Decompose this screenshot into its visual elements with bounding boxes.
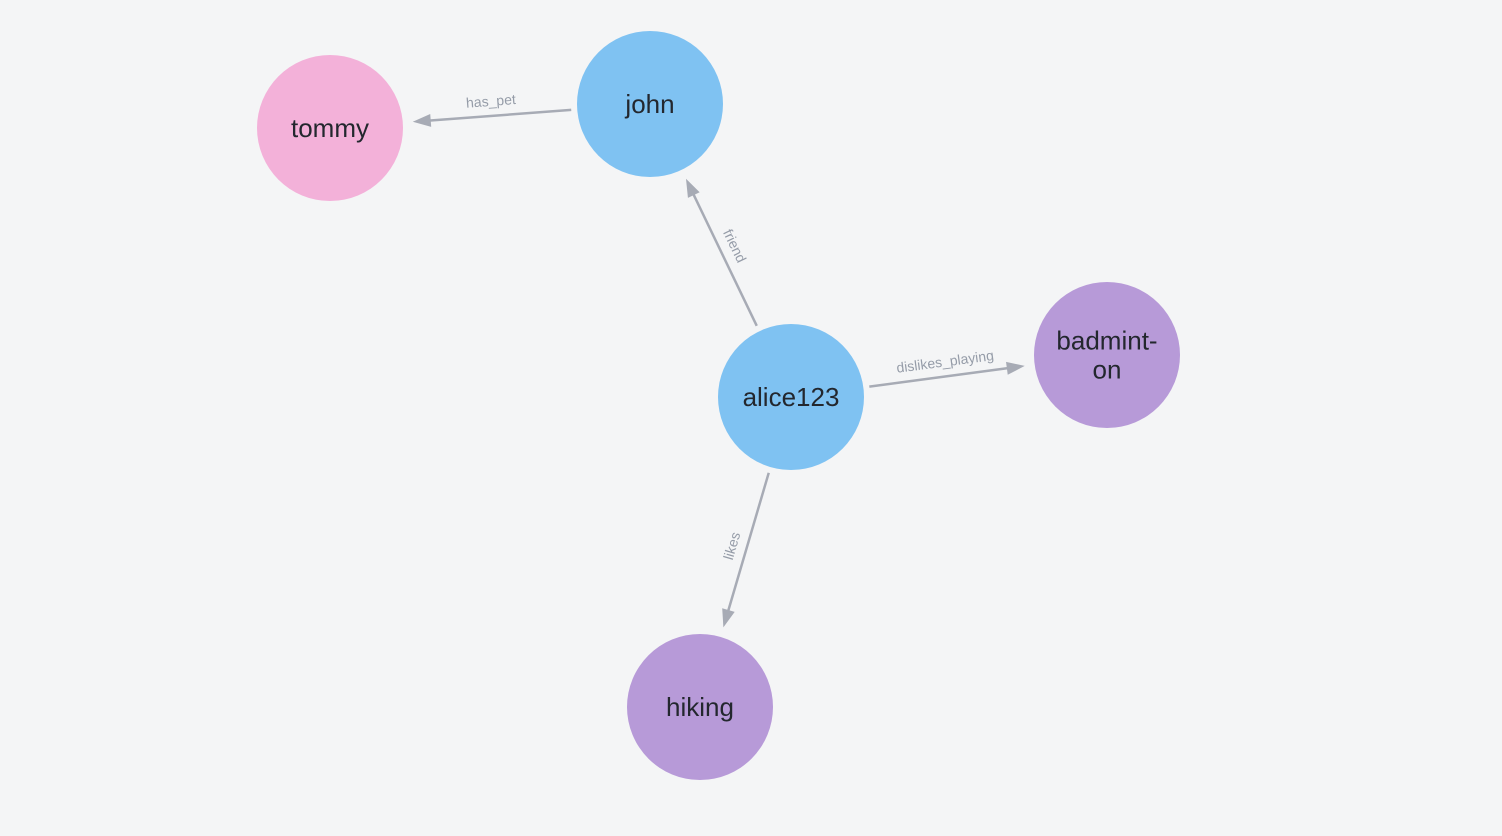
edge-john-tommy[interactable]: has_pet xyxy=(412,91,572,127)
node-circle[interactable] xyxy=(577,31,723,177)
edge-label[interactable]: has_pet xyxy=(465,91,516,111)
node-badminton[interactable]: badmint-on xyxy=(1034,282,1180,428)
edge-arrowhead-icon[interactable] xyxy=(722,608,735,628)
node-john[interactable]: john xyxy=(577,31,723,177)
node-circle[interactable] xyxy=(627,634,773,780)
node-alice123[interactable]: alice123 xyxy=(718,324,864,470)
node-hiking[interactable]: hiking xyxy=(627,634,773,780)
node-circle[interactable] xyxy=(718,324,864,470)
edge-label[interactable]: likes xyxy=(720,530,743,561)
node-circle[interactable] xyxy=(257,55,403,201)
edge-line[interactable] xyxy=(691,192,758,327)
edge-arrowhead-icon[interactable] xyxy=(412,113,432,127)
edge-alice123-john[interactable]: friend xyxy=(685,178,758,327)
edge-arrowhead-icon[interactable] xyxy=(1006,361,1025,375)
edge-arrowhead-icon[interactable] xyxy=(685,178,700,198)
edge-alice123-hiking[interactable]: likes xyxy=(720,472,770,628)
edge-line[interactable] xyxy=(428,108,572,122)
node-tommy[interactable]: tommy xyxy=(257,55,403,201)
edge-line[interactable] xyxy=(726,472,770,613)
node-circle[interactable] xyxy=(1034,282,1180,428)
edge-alice123-badminton[interactable]: dislikes_playing xyxy=(869,347,1025,388)
edge-line[interactable] xyxy=(869,366,1010,388)
